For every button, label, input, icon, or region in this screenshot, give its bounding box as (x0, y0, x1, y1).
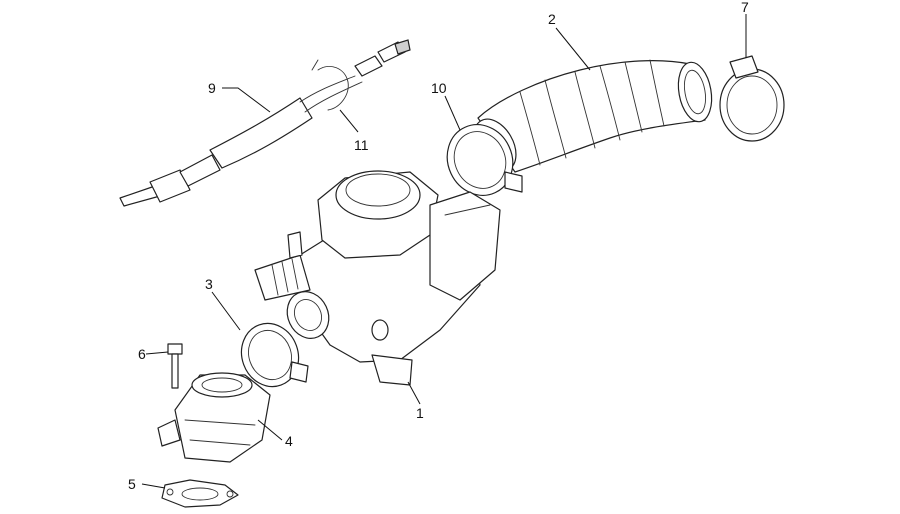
clip-tab (311, 59, 319, 71)
cable-wire-2 (304, 81, 363, 113)
cable-boot (179, 154, 221, 187)
callout-4: 4 (285, 433, 293, 449)
leader-11 (339, 109, 359, 133)
hose-rib-1 (519, 91, 541, 166)
gasket-body (161, 479, 239, 508)
manifold-top-bore (201, 377, 243, 393)
hose-rib-6 (649, 59, 665, 127)
cable-assembly (119, 39, 411, 207)
carburettor (254, 170, 501, 386)
cable-wire (299, 75, 356, 103)
hose-rib-3 (574, 71, 596, 149)
hose-clamp-upper (446, 124, 523, 196)
hose-rib-5 (624, 61, 643, 133)
callouts: 2 7 9 10 11 3 6 4 5 1 (128, 0, 749, 492)
carb-screw (287, 231, 303, 259)
carb-adjuster (254, 254, 311, 301)
clamp-7-band (719, 68, 785, 142)
bolt-head (167, 343, 183, 355)
callout-10: 10 (431, 80, 447, 96)
callout-6: 6 (138, 346, 146, 362)
callout-3: 3 (205, 276, 213, 292)
gasket-port (181, 487, 219, 501)
carb-drain (371, 319, 389, 341)
clamp-7-screw (729, 55, 759, 79)
clamp-10-band (446, 124, 514, 196)
leader-4 (257, 419, 283, 441)
callout-9: 9 (208, 80, 216, 96)
gasket-hole-2 (226, 490, 234, 498)
callout-5: 5 (128, 476, 136, 492)
cable-clip (317, 66, 349, 111)
carb-bowl (371, 354, 413, 386)
clamp-10-screw (504, 171, 523, 193)
clamp-3-screw (289, 361, 309, 383)
clamp-7-inner (726, 75, 778, 135)
leader-9 (222, 87, 271, 113)
adjuster-spring (271, 258, 299, 296)
cable-sheath (209, 97, 313, 169)
leader-1 (407, 381, 421, 405)
leader-10 (444, 95, 461, 131)
carb-outlet-bore (293, 299, 323, 331)
leader-lines (141, 14, 747, 489)
hose-clamp-right (719, 55, 785, 142)
hose-rib-2 (544, 79, 567, 159)
bolt (167, 343, 183, 389)
carb-cap (335, 170, 421, 220)
clamp-3-band (240, 322, 300, 388)
carb-cap-top (345, 173, 411, 207)
gasket (161, 479, 239, 508)
gasket-hole-1 (166, 488, 174, 496)
callout-7: 7 (741, 0, 749, 15)
hose-outlet-inner (683, 69, 707, 115)
leader-3 (211, 291, 241, 331)
hose-rib-4 (599, 65, 621, 141)
cable-ferrule (354, 55, 383, 77)
manifold-fitting (157, 419, 181, 447)
callout-1: 1 (416, 405, 424, 421)
callout-2: 2 (548, 11, 556, 27)
leader-2 (555, 27, 591, 71)
hose-clamp-lower (240, 322, 309, 388)
manifold-flange (184, 419, 256, 446)
clamp-3-inner (248, 329, 292, 381)
cable-tip (394, 39, 411, 55)
manifold-top (191, 372, 253, 398)
leader-5 (141, 483, 166, 489)
bolt-shank (171, 353, 179, 389)
choke-edge (444, 204, 491, 216)
clamp-10-inner (453, 131, 507, 189)
cable-end-fitting (149, 169, 191, 203)
carb-choke-unit (429, 191, 501, 301)
callout-11: 11 (354, 137, 369, 153)
intake-manifold (157, 372, 271, 463)
leader-6 (145, 351, 169, 355)
hose-outlet (677, 61, 713, 123)
